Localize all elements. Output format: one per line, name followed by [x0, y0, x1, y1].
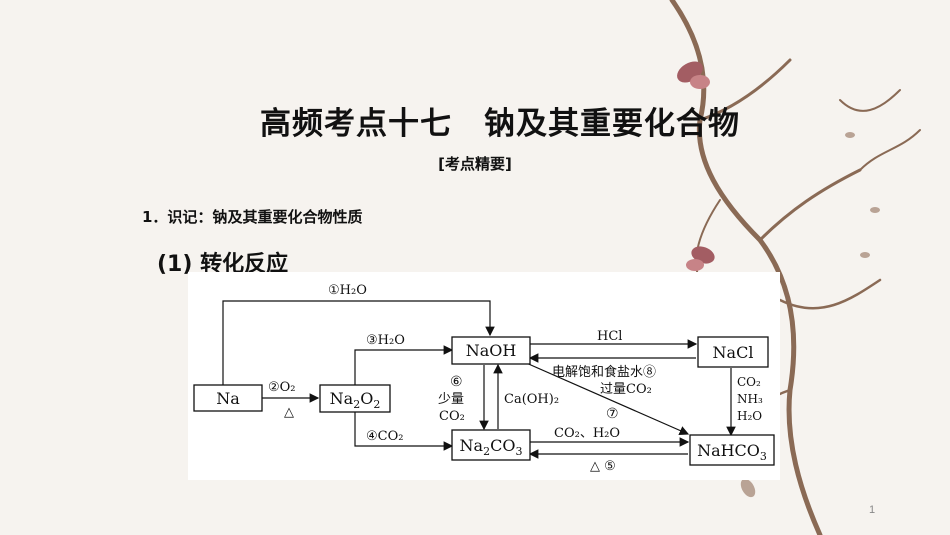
label-r3: ③H₂O — [366, 333, 405, 348]
arrow-na-naoh — [222, 300, 495, 386]
label-co2-h2o: CO₂、H₂O — [554, 426, 620, 441]
node-na-box — [193, 384, 263, 412]
label-side-co2: CO₂ — [737, 375, 761, 389]
label-r4: ④CO₂ — [366, 429, 403, 444]
label-r1: ①H₂O — [328, 283, 367, 298]
label-r6-b: CO₂ — [439, 409, 465, 424]
node-naoh: NaOH — [466, 341, 517, 360]
conversion-diagram: Na Na2O2 NaOH Na2CO3 NaCl NaHCO3 ①H₂O ②O… — [188, 272, 780, 480]
arrow-na2o2-naoh — [354, 345, 454, 386]
node-nahco3: NaHCO3 — [697, 441, 767, 463]
label-side-nh3: NH₃ — [737, 392, 763, 406]
label-r6-num: ⑥ — [450, 374, 463, 390]
node-naoh-box — [451, 336, 531, 365]
label-r2: ②O₂ — [268, 380, 296, 395]
section-subtitle: [考点精要] — [438, 155, 512, 173]
node-na: Na — [216, 389, 240, 408]
label-r8: 电解饱和食盐水⑧ — [552, 364, 656, 380]
label-hcl: HCl — [597, 329, 622, 344]
label-r5: △ ⑤ — [590, 459, 616, 474]
node-na2o2: Na2O2 — [330, 389, 381, 411]
node-nacl-box — [697, 336, 769, 368]
slide-title: 高频考点十七 钠及其重要化合物 — [260, 106, 740, 142]
label-r7-num: ⑦ — [606, 406, 619, 422]
node-na2co3: Na2CO3 — [460, 436, 523, 458]
node-nahco3-box — [689, 434, 775, 466]
label-side-h2o: H₂O — [737, 409, 762, 423]
point-heading: 1．识记：钠及其重要化合物性质 — [142, 208, 363, 226]
label-caoh2: Ca(OH)₂ — [504, 392, 559, 407]
label-r2-condition: △ — [284, 405, 294, 420]
node-na2co3-box — [451, 429, 531, 461]
label-r7-text: 过量CO₂ — [600, 382, 652, 397]
label-r6-a: 少量 — [438, 392, 464, 407]
arrow-na2o2-na2co3 — [354, 412, 454, 451]
arrow-naoh-nahco3 — [523, 361, 690, 436]
node-nacl: NaCl — [713, 343, 754, 362]
page-number: 1 — [869, 504, 876, 516]
node-na2o2-box — [319, 384, 391, 413]
